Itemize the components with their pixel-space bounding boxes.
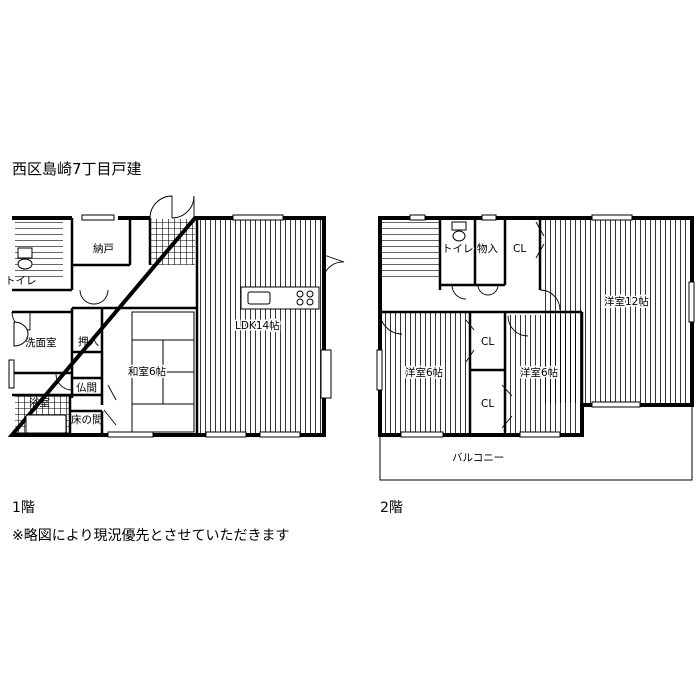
stairs-2f: [382, 221, 440, 277]
label-toilet-1f: トイレ: [5, 275, 37, 287]
washbasin: [13, 321, 29, 347]
floor1-caption: 1階: [12, 500, 35, 516]
washitsu-tatami: [131, 311, 195, 433]
label-ldk: LDK14帖: [235, 319, 280, 332]
label-yoshitsu6-left: 洋室6帖: [405, 366, 444, 379]
label-yoshitsu6-right: 洋室6帖: [520, 366, 559, 379]
toilet-fixture-1f: [17, 247, 33, 270]
label-balcony: バルコニー: [452, 452, 504, 464]
floor2-caption: 2階: [380, 500, 403, 516]
label-monoire: 物入: [477, 242, 498, 255]
label-nando: 納戸: [93, 242, 114, 255]
ldk-floor: [199, 220, 321, 433]
label-butsuma: 仏間: [76, 382, 97, 394]
disclaimer-note: ※略図により現況優先とさせていただきます: [12, 528, 290, 544]
toilet-fixture-2f: [451, 221, 467, 242]
label-toilet-2f: トイレ: [442, 243, 474, 255]
label-senmen: 洗面室: [25, 336, 57, 349]
bathtub: [25, 414, 67, 434]
label-tokonoma: 床の間: [71, 413, 103, 426]
floor1-plan: 納戸 トイレ 洗面室 押入 仏間 浴室 床の間 和室6帖 LDK14帖: [5, 195, 345, 438]
balcony-outline: [379, 405, 693, 481]
label-washitsu: 和室6帖: [128, 365, 167, 378]
2f-west-room-floor: [385, 312, 470, 434]
label-yoshitsu12: 洋室12帖: [604, 295, 649, 308]
label-yokushitsu: 浴室: [29, 396, 50, 409]
label-cl-low: CL: [481, 398, 494, 410]
label-cl-top: CL: [513, 243, 526, 255]
label-oshiire: 押入: [78, 335, 99, 348]
kitchen-counter: [240, 286, 320, 310]
floor2-plan: トイレ 物入 CL 洋室12帖 CL CL 洋室6帖 洋室6帖 バルコニー: [376, 214, 695, 481]
property-title: 西区島崎7丁目戸建: [12, 160, 142, 178]
label-cl-mid: CL: [481, 336, 494, 348]
